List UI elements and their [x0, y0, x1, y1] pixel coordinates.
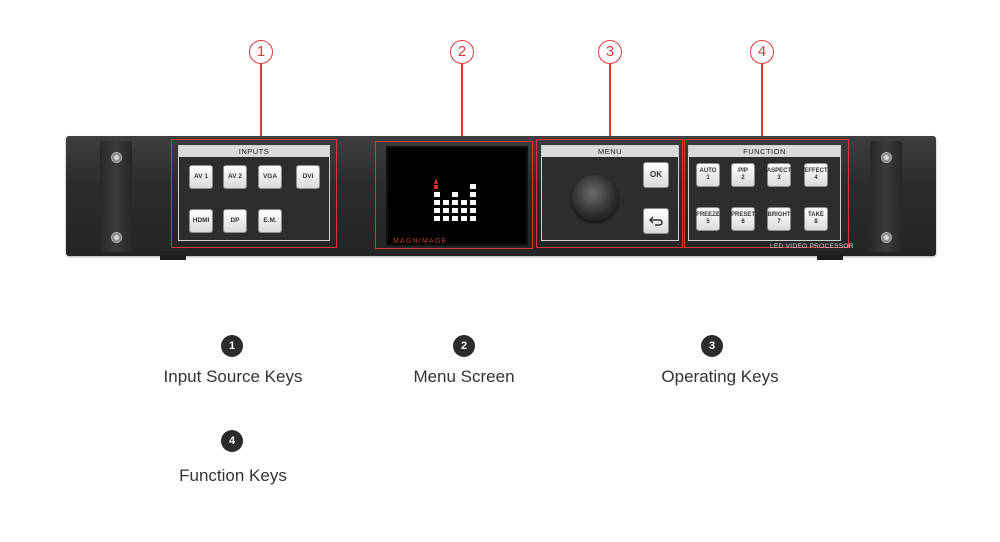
input-key-hdmi[interactable]: HDMI: [189, 209, 213, 233]
input-key-dvi[interactable]: DVI: [296, 165, 320, 189]
legend-badge-2: 2: [453, 335, 475, 357]
device-foot-right: [817, 255, 843, 260]
input-key-vga[interactable]: VGA: [258, 165, 282, 189]
legend-label-menu-screen: Menu Screen: [413, 367, 515, 386]
leader-line-1: [260, 64, 262, 140]
screw-icon: [881, 152, 892, 163]
screw-icon: [111, 152, 122, 163]
input-key-av2[interactable]: AV 2: [223, 165, 247, 189]
leader-line-4: [761, 64, 763, 140]
ok-button[interactable]: OK: [643, 162, 669, 188]
leader-line-3: [609, 64, 611, 140]
legend-label-input-source-keys: Input Source Keys: [163, 367, 303, 386]
input-key-dp[interactable]: DP: [223, 209, 247, 233]
back-button[interactable]: [643, 208, 669, 234]
legend-badge-1: 1: [221, 335, 243, 357]
leader-line-2: [461, 64, 463, 140]
device-foot-left: [160, 255, 186, 260]
inputs-panel-title: INPUTS: [179, 146, 329, 157]
screw-icon: [881, 232, 892, 243]
screen-logo-icon: [434, 178, 476, 221]
legend-label-function-keys: Function Keys: [179, 466, 287, 485]
screen-highlight: [375, 141, 533, 249]
inputs-highlight: [171, 139, 337, 248]
callout-2: 2: [450, 40, 474, 64]
menu-highlight: [536, 139, 683, 248]
menu-panel-title: MENU: [542, 146, 678, 157]
back-arrow-icon: [649, 216, 663, 226]
screw-icon: [111, 232, 122, 243]
function-panel-title: FUNCTION: [689, 146, 840, 157]
model-label: LED VIDEO PROCESSOR: [770, 243, 854, 250]
legend-label-operating-keys: Operating Keys: [661, 367, 779, 386]
function-highlight: [684, 139, 849, 248]
input-key-av1[interactable]: AV 1: [189, 165, 213, 189]
legend-badge-4: 4: [221, 430, 243, 452]
brand-label: MAGNIMAGE: [393, 238, 448, 245]
callout-1: 1: [249, 40, 273, 64]
callout-3: 3: [598, 40, 622, 64]
menu-rotary-knob[interactable]: [572, 175, 618, 221]
input-key-em[interactable]: E.M.: [258, 209, 282, 233]
legend-badge-3: 3: [701, 335, 723, 357]
callout-4: 4: [750, 40, 774, 64]
menu-screen: [386, 146, 528, 246]
